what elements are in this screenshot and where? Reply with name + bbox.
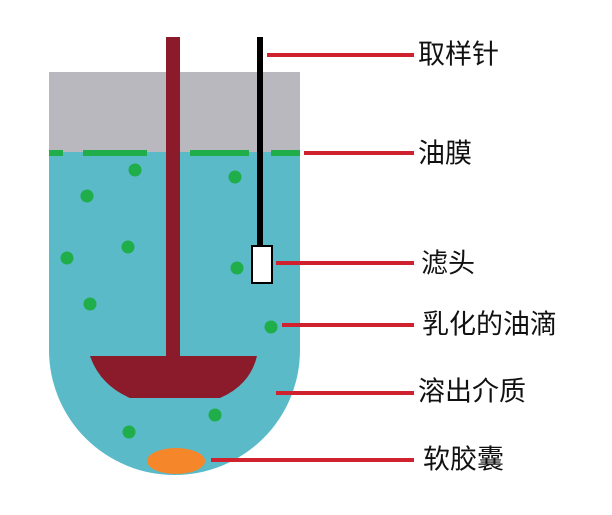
label-sampling-needle: 取样针 <box>418 40 499 71</box>
label-dissolution-medium: 溶出介质 <box>418 377 526 408</box>
soft-capsule <box>147 448 205 474</box>
oil-droplets <box>60 163 278 439</box>
oil-droplet <box>228 170 242 184</box>
oil-droplet <box>121 240 135 254</box>
filter-head <box>251 245 273 284</box>
oil-droplet <box>264 320 278 334</box>
oil-film <box>49 150 300 156</box>
oil-droplet <box>128 163 142 177</box>
oil-droplet <box>230 261 244 275</box>
oil-droplet <box>122 425 136 439</box>
label-filter-head: 滤头 <box>421 249 475 280</box>
paddle-shaft <box>166 37 180 359</box>
label-oil-film: 油膜 <box>418 139 472 170</box>
paddle-blade <box>90 356 257 398</box>
sampling-needle <box>257 37 263 247</box>
label-soft-capsule: 软胶囊 <box>423 445 504 476</box>
oil-droplet <box>208 408 222 422</box>
oil-droplet <box>83 297 97 311</box>
oil-droplet <box>60 251 74 265</box>
oil-droplet <box>80 189 94 203</box>
label-emulsified-oil-droplets: 乳化的油滴 <box>422 310 557 341</box>
